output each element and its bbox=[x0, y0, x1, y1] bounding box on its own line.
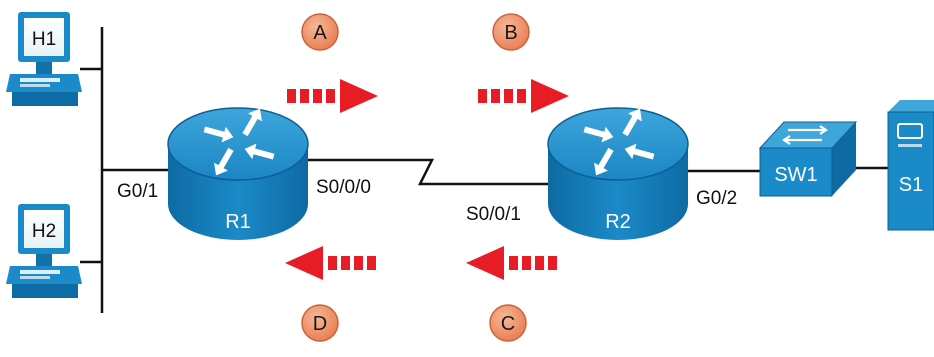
host-label-h2: H2 bbox=[32, 221, 56, 242]
flow-arrow-d bbox=[285, 246, 376, 280]
switch-sw1: SW1 bbox=[758, 121, 858, 197]
step-marker-c: C bbox=[489, 304, 527, 342]
host-h1: H1 bbox=[6, 12, 82, 106]
host-label-h1: H1 bbox=[32, 29, 56, 50]
step-label-b: B bbox=[504, 22, 517, 44]
keyboard-base-icon bbox=[6, 74, 82, 92]
interface-label-r1-serial: S0/0/0 bbox=[316, 177, 371, 198]
step-label-d: D bbox=[313, 313, 327, 335]
step-marker-b: B bbox=[492, 13, 530, 51]
router-label-r1: R1 bbox=[225, 211, 251, 233]
host-h2: H2 bbox=[6, 204, 82, 298]
step-label-c: C bbox=[501, 313, 515, 335]
screen bbox=[24, 18, 64, 56]
interface-label-r2-lan: G0/2 bbox=[696, 188, 737, 209]
step-marker-d: D bbox=[301, 304, 339, 342]
router-label-r2: R2 bbox=[605, 211, 631, 233]
step-label-a: A bbox=[313, 22, 327, 44]
interface-label-r1-lan: G0/1 bbox=[117, 181, 158, 202]
flow-arrow-c bbox=[466, 246, 557, 280]
step-marker-a: A bbox=[301, 13, 339, 51]
router-r1: R1 bbox=[167, 104, 309, 240]
flow-arrow-a bbox=[287, 79, 378, 113]
switch-arrows-icon bbox=[782, 125, 828, 145]
screen bbox=[24, 210, 64, 248]
cabling bbox=[80, 27, 888, 313]
serial-link bbox=[308, 158, 552, 186]
server-s1: S1 bbox=[887, 100, 934, 231]
router-r2: R2 bbox=[547, 104, 689, 240]
server-label-s1: S1 bbox=[899, 174, 923, 196]
interface-label-r2-serial: S0/0/1 bbox=[466, 204, 521, 225]
keyboard-base-icon bbox=[6, 266, 82, 284]
flow-arrow-b bbox=[478, 79, 569, 113]
drive-bay-icon bbox=[897, 123, 923, 139]
switch-label-sw1: SW1 bbox=[774, 164, 817, 186]
